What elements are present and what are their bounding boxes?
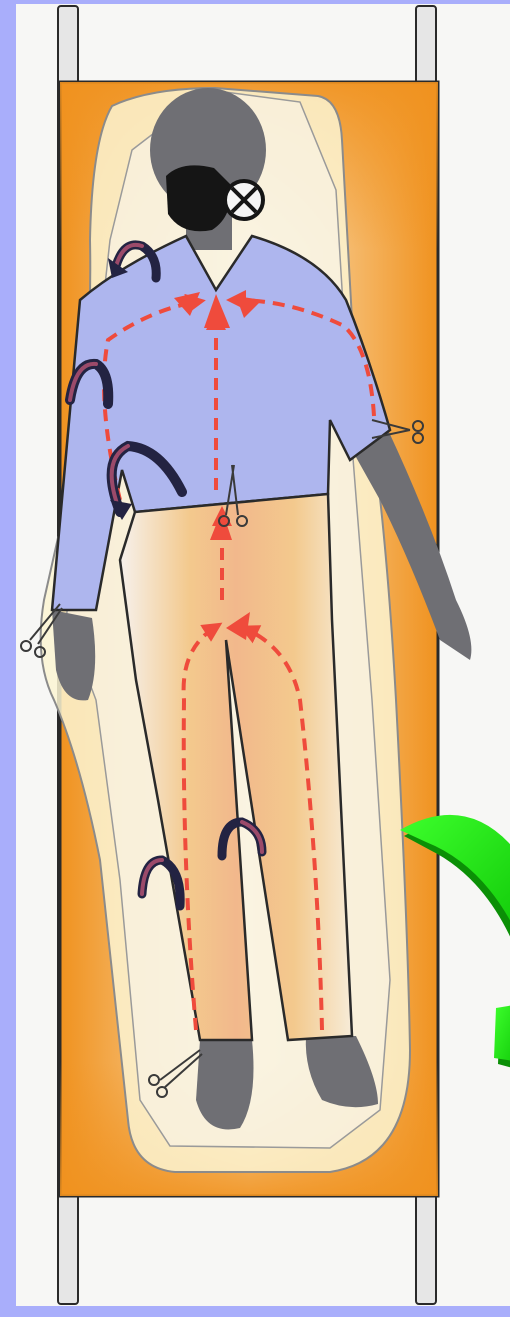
trauma-undressing-diagram (0, 0, 510, 1317)
diagram-canvas (0, 0, 510, 1317)
